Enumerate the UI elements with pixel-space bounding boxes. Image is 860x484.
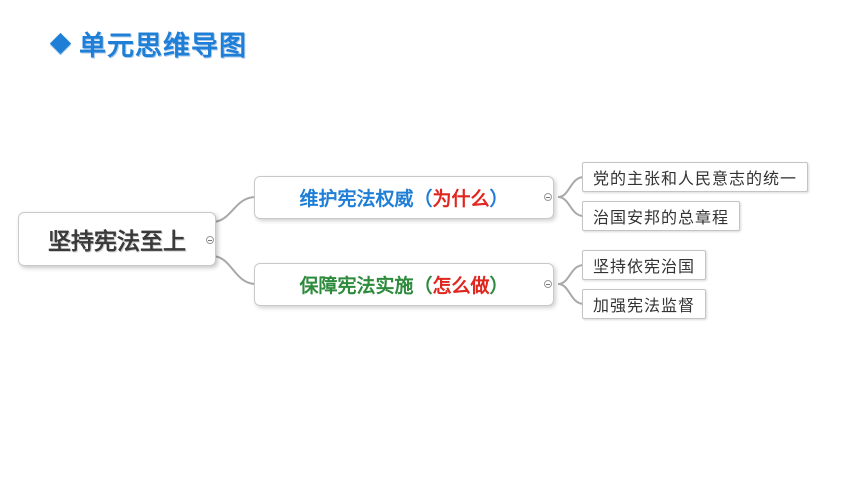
collapse-toggle-icon[interactable] bbox=[544, 280, 552, 288]
connector-branch-1-leaf-2 bbox=[557, 196, 585, 217]
collapse-toggle-icon[interactable] bbox=[206, 236, 214, 244]
leaf-node-label: 党的主张和人民意志的统一 bbox=[593, 169, 798, 188]
root-node-label: 坚持宪法至上 bbox=[48, 229, 186, 255]
connector-branch-2-leaf-3 bbox=[557, 264, 585, 285]
branch-2-paren-close: ） bbox=[489, 275, 509, 297]
connector-branch-1-leaf-1 bbox=[557, 176, 585, 198]
leaf-node[interactable]: 坚持依宪治国 bbox=[582, 250, 707, 280]
branch-1-highlight: 为什么 bbox=[432, 188, 490, 210]
collapse-toggle-icon[interactable] bbox=[544, 193, 552, 201]
leaf-node-label: 坚持依宪治国 bbox=[593, 257, 696, 276]
root-node[interactable]: 坚持宪法至上 bbox=[18, 212, 216, 266]
branch-1-paren-open: （ bbox=[413, 188, 433, 210]
leaf-node[interactable]: 党的主张和人民意志的统一 bbox=[582, 162, 809, 192]
branch-node-1[interactable]: 维护宪法权威（为什么） bbox=[254, 176, 554, 219]
connector-root-branch-1 bbox=[211, 196, 257, 223]
page-title: 单元思维导图 bbox=[49, 24, 247, 63]
leaf-node-label: 治国安邦的总章程 bbox=[593, 208, 730, 227]
branch-2-label: 保障宪法实施 bbox=[299, 275, 414, 297]
branch-1-label: 维护宪法权威 bbox=[299, 188, 414, 210]
page-title-text: 单元思维导图 bbox=[79, 31, 247, 62]
branch-2-paren-open: （ bbox=[413, 275, 433, 297]
branch-2-highlight: 怎么做 bbox=[432, 275, 490, 297]
branch-1-paren-close: ） bbox=[489, 188, 509, 210]
connector-branch-2-leaf-4 bbox=[557, 283, 585, 305]
leaf-node[interactable]: 加强宪法监督 bbox=[582, 289, 707, 319]
leaf-node[interactable]: 治国安邦的总章程 bbox=[582, 201, 741, 231]
branch-node-2[interactable]: 保障宪法实施（怎么做） bbox=[254, 263, 554, 306]
connector-root-branch-2 bbox=[211, 255, 257, 285]
leaf-node-label: 加强宪法监督 bbox=[593, 296, 696, 315]
